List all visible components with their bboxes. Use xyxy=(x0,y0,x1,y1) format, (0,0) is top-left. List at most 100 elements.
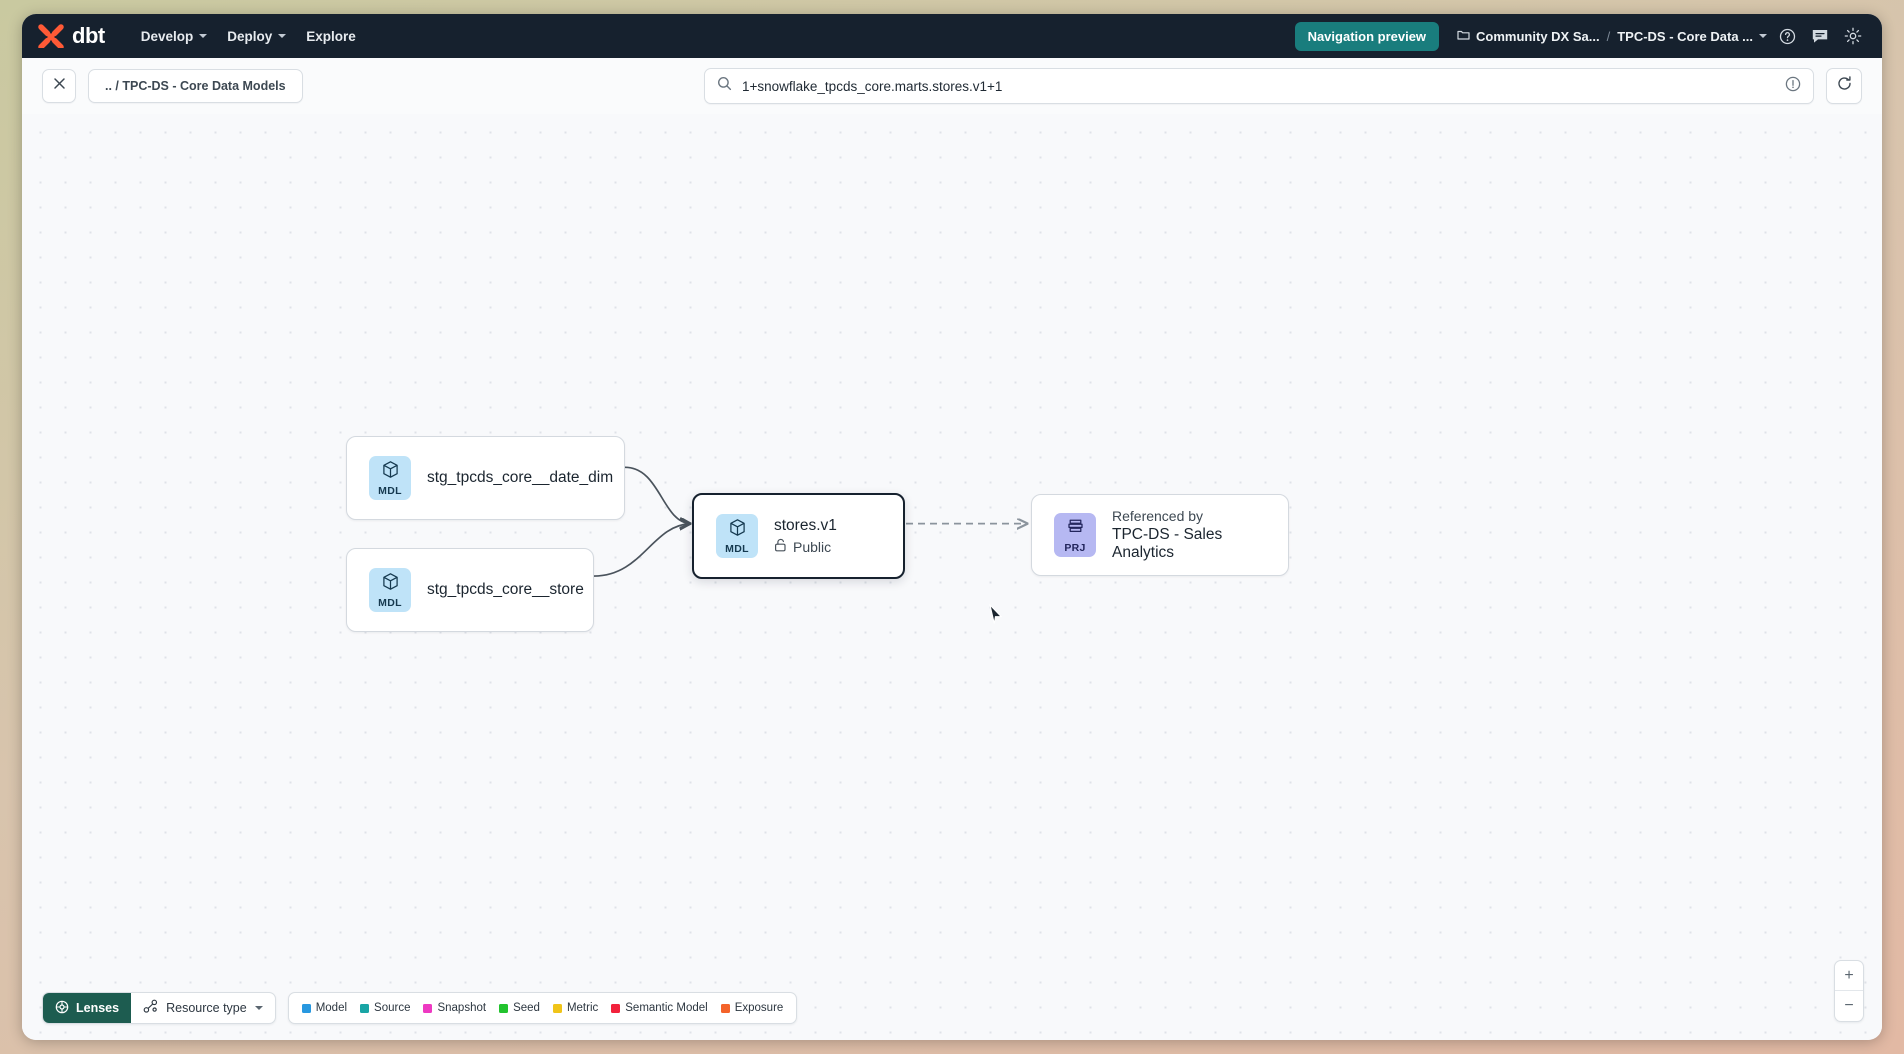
breadcrumb-chip[interactable]: .. / TPC-DS - Core Data Models xyxy=(88,69,303,103)
chevron-down-icon xyxy=(199,34,208,38)
folder-icon xyxy=(1457,29,1470,44)
legend-label: Seed xyxy=(513,1002,540,1014)
lens-icon xyxy=(55,1000,69,1017)
breadcrumb-account-label: Community DX Sa... xyxy=(1476,28,1600,44)
gear-icon[interactable] xyxy=(1840,23,1866,49)
legend-item-source: Source xyxy=(360,1002,410,1014)
nav-item-deploy[interactable]: Deploy xyxy=(217,23,296,50)
resource-type-label: Resource type xyxy=(166,1001,247,1015)
legend-label: Semantic Model xyxy=(625,1002,708,1014)
legend-label: Source xyxy=(374,1002,411,1014)
feedback-icon[interactable] xyxy=(1807,23,1833,49)
legend-item-metric: Metric xyxy=(552,1002,599,1014)
refresh-icon xyxy=(1836,75,1853,97)
brand-name: dbt xyxy=(72,23,105,48)
legend-swatch xyxy=(360,1003,370,1013)
account-project-breadcrumb: Community DX Sa... / TPC-DS - Core Data … xyxy=(1457,29,1767,44)
model-badge-label: MDL xyxy=(378,484,402,497)
project-badge-label: PRJ xyxy=(1064,541,1086,554)
mouse-cursor xyxy=(989,603,1004,630)
chevron-down-icon xyxy=(278,34,287,38)
model-badge: MDL xyxy=(369,568,411,612)
nav-item-develop[interactable]: Develop xyxy=(131,23,218,50)
chevron-down-icon xyxy=(1759,34,1767,38)
graph-node-label: stg_tpcds_core__date_dim xyxy=(427,469,614,486)
legend-swatch xyxy=(301,1003,311,1013)
info-circle-icon[interactable] xyxy=(1785,76,1801,97)
search-input[interactable] xyxy=(742,78,1775,94)
legend-swatch xyxy=(552,1003,562,1013)
refresh-button[interactable] xyxy=(1826,68,1862,104)
legend-swatch xyxy=(423,1003,433,1013)
close-button[interactable] xyxy=(42,69,76,103)
model-badge: MDL xyxy=(369,456,411,500)
graph-bottom-bar: Lenses Resource type xyxy=(42,992,798,1024)
legend-label: Model xyxy=(315,1002,348,1014)
dbt-logo[interactable]: dbt xyxy=(38,23,105,50)
model-badge-label: MDL xyxy=(378,596,402,609)
model-badge-label: MDL xyxy=(725,542,749,555)
graph-node-access: Public xyxy=(774,538,837,555)
breadcrumb-project[interactable]: TPC-DS - Core Data ... xyxy=(1617,29,1767,44)
layers-icon xyxy=(1066,517,1085,541)
explore-toolbar: .. / TPC-DS - Core Data Models xyxy=(22,58,1882,114)
project-badge: PRJ xyxy=(1054,513,1096,557)
legend-swatch xyxy=(720,1003,730,1013)
chevron-down-icon xyxy=(254,1006,263,1010)
search-area xyxy=(704,68,1862,104)
dbt-explore-app: dbt Develop Deploy Explore Navigation pr… xyxy=(22,14,1882,1040)
legend-label: Snapshot xyxy=(437,1002,487,1014)
legend-swatch xyxy=(611,1003,621,1013)
legend-label: Metric xyxy=(566,1002,599,1014)
breadcrumb-project-label: TPC-DS - Core Data ... xyxy=(1617,28,1753,44)
help-circle-icon[interactable] xyxy=(1774,23,1800,49)
navigation-preview-button[interactable]: Navigation preview xyxy=(1294,21,1440,51)
legend-label: Exposure xyxy=(734,1002,784,1014)
zoom-out-button[interactable]: − xyxy=(1844,997,1854,1014)
search-icon xyxy=(717,76,732,96)
zoom-controls: + − xyxy=(1834,960,1864,1022)
model-badge: MDL xyxy=(716,514,758,558)
edge-date-dim-to-stores xyxy=(624,466,690,523)
zoom-in-button[interactable]: + xyxy=(1835,961,1863,991)
legend-item-semantic-model: Semantic Model xyxy=(611,1002,708,1014)
lenses-button[interactable]: Lenses xyxy=(43,993,132,1023)
graph-node-stg-store[interactable]: MDL stg_tpcds_core__store xyxy=(346,548,594,632)
legend-item-model: Model xyxy=(301,1002,348,1014)
dbt-logo-icon xyxy=(38,24,64,50)
graph-node-referenced-by-project[interactable]: PRJ Referenced by TPC-DS - Sales Analyti… xyxy=(1031,494,1289,576)
cube-icon xyxy=(381,572,400,596)
graph-edges xyxy=(593,466,1882,577)
nav-item-explore-label: Explore xyxy=(306,28,356,44)
graph-node-text: stores.v1 Public xyxy=(774,517,837,555)
graph-node-stg-date-dim[interactable]: MDL stg_tpcds_core__date_dim xyxy=(346,436,625,520)
cube-icon xyxy=(728,518,747,542)
graph-node-kicker: Referenced by xyxy=(1112,508,1204,524)
lenses-label: Lenses xyxy=(76,1001,120,1015)
graph-node-stores-v1[interactable]: MDL stores.v1 Public xyxy=(692,493,905,579)
lineage-graph-canvas[interactable]: MDL stg_tpcds_core__date_dim MDL stg_tpc… xyxy=(22,114,1882,1040)
top-navigation-bar: dbt Develop Deploy Explore Navigation pr… xyxy=(22,14,1882,58)
resource-type-dropdown[interactable]: Resource type xyxy=(131,993,275,1023)
nav-item-develop-label: Develop xyxy=(140,28,194,44)
nav-item-deploy-label: Deploy xyxy=(227,28,273,44)
close-icon xyxy=(52,76,67,96)
resource-type-legend: Model Source Snapshot Seed Metric xyxy=(287,992,798,1024)
search-field-wrapper[interactable] xyxy=(704,68,1814,104)
legend-item-seed: Seed xyxy=(499,1002,540,1014)
unlock-icon xyxy=(774,538,787,555)
graph-node-access-label: Public xyxy=(793,538,832,555)
legend-swatch xyxy=(499,1003,509,1013)
lenses-control-group: Lenses Resource type xyxy=(42,992,276,1024)
edge-store-to-stores xyxy=(593,524,690,577)
nav-item-explore[interactable]: Explore xyxy=(296,23,366,50)
legend-item-exposure: Exposure xyxy=(720,1002,784,1014)
graph-node-title: stores.v1 xyxy=(774,517,837,534)
graph-viewport: MDL stg_tpcds_core__date_dim MDL stg_tpc… xyxy=(22,114,1882,1040)
nodes-icon xyxy=(143,999,158,1017)
breadcrumb-account[interactable]: Community DX Sa... xyxy=(1457,29,1600,44)
legend-item-snapshot: Snapshot xyxy=(423,1002,486,1014)
breadcrumb-separator: / xyxy=(1606,28,1611,44)
graph-node-label: stg_tpcds_core__store xyxy=(427,581,584,598)
graph-node-text: Referenced by TPC-DS - Sales Analytics xyxy=(1112,508,1266,562)
